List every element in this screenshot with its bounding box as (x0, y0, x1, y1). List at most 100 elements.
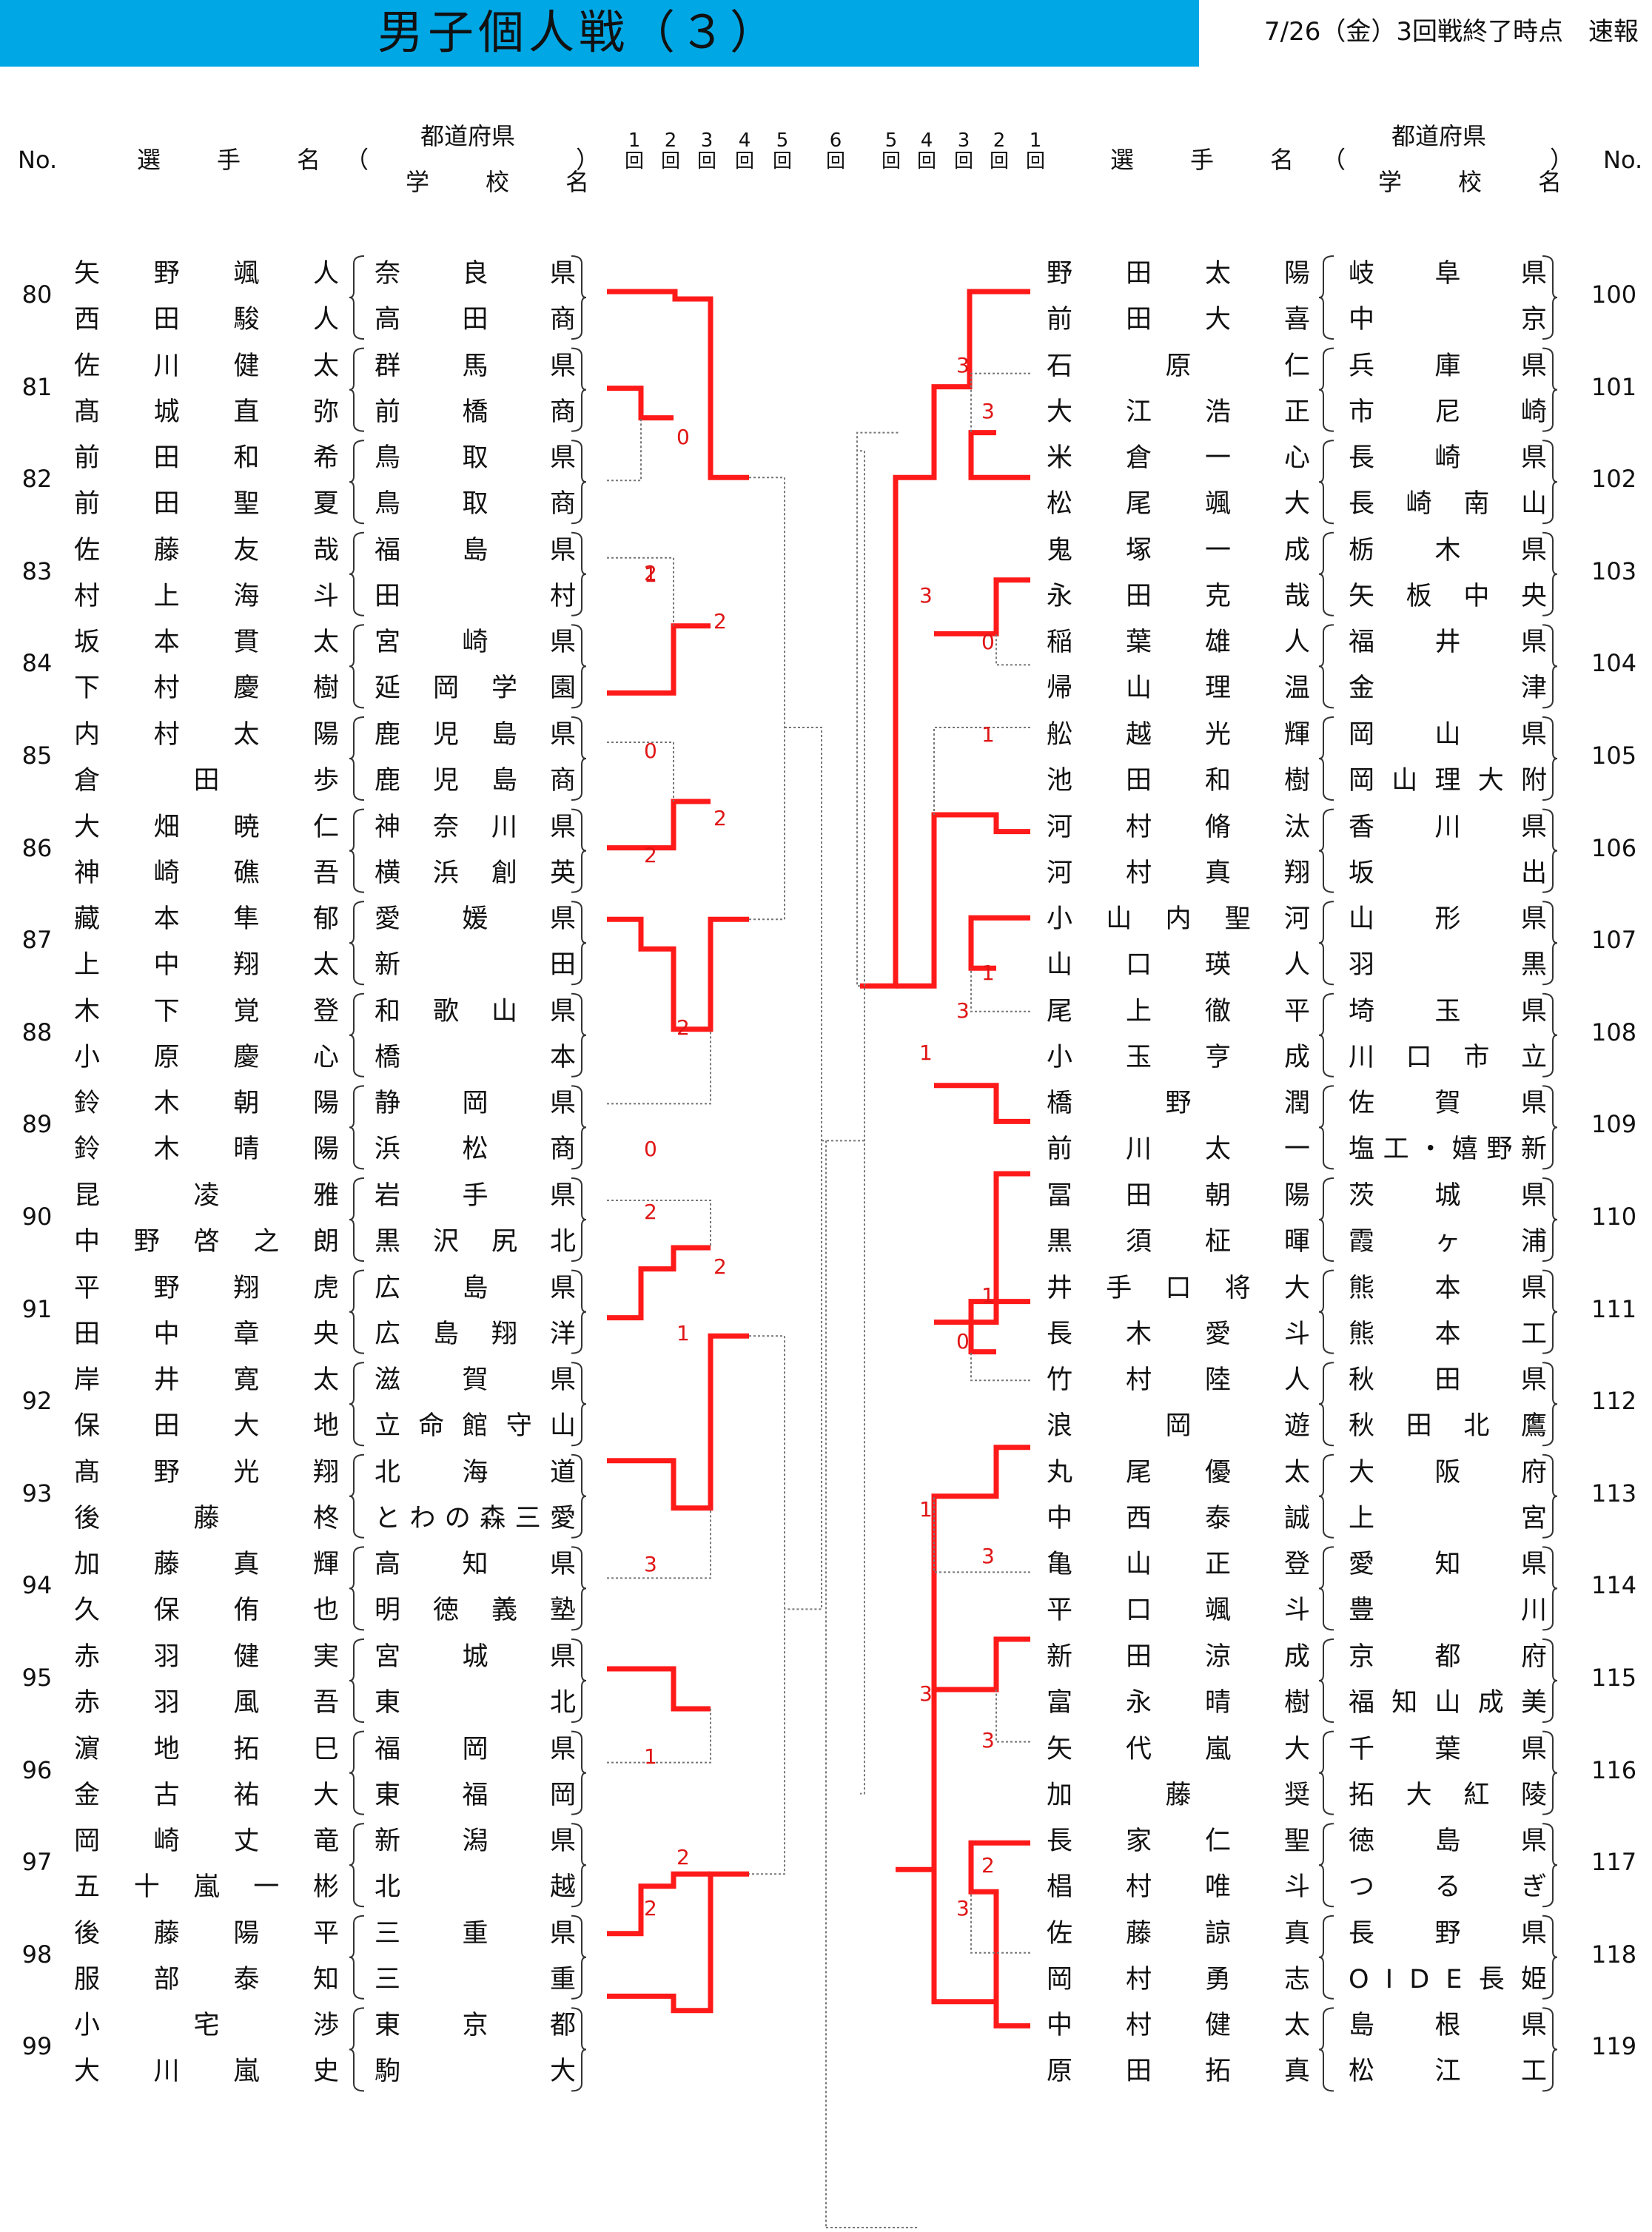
player-name: 髙野光翔 (74, 1457, 339, 1488)
score-left: 2 (713, 609, 727, 633)
entry-number: 95 (21, 1664, 53, 1692)
entry-number: 103 (1591, 557, 1637, 585)
player-name: 神崎礁吾 (74, 858, 339, 888)
player-school: 福岡県 (375, 1734, 576, 1764)
score-left: 1 (644, 562, 657, 588)
school-brace-close (571, 347, 587, 432)
school-brace-close (1542, 531, 1558, 616)
player-name: 矢代嵐大 (1047, 1734, 1310, 1764)
player-name: 富永晴樹 (1047, 1688, 1310, 1718)
entry-number: 96 (21, 1755, 53, 1784)
school-brace-open (349, 716, 365, 801)
entry-number: 81 (21, 372, 53, 401)
loser-path-left (822, 1140, 827, 2228)
score-left: 2 (644, 1200, 657, 1225)
entry-number: 106 (1591, 833, 1637, 862)
player-name: 服部泰知 (74, 1964, 339, 1994)
school-brace-close (1542, 716, 1558, 801)
player-school: 横浜創英 (375, 858, 576, 888)
player-school: 東京都 (375, 2011, 576, 2041)
player-school: とわの森三愛 (375, 1503, 576, 1533)
player-school: 豊川 (1349, 1596, 1547, 1626)
player-name: 池田和樹 (1047, 766, 1310, 796)
player-name: 内村太陽 (74, 720, 339, 750)
entry-number: 102 (1591, 465, 1637, 494)
school-brace-close (1542, 808, 1558, 893)
school-brace-close (571, 716, 587, 801)
player-school: 霞ヶ浦 (1349, 1227, 1547, 1257)
school-header-right: 学 校 名 (1378, 168, 1579, 196)
winner-path-right (934, 1636, 1030, 1693)
winner-path-right (860, 289, 1030, 989)
entry-number: 97 (21, 1848, 53, 1877)
score-left: 2 (713, 1254, 727, 1280)
school-brace-open (1318, 901, 1334, 986)
player-school: 新潟県 (375, 1826, 576, 1857)
school-brace-close (571, 1915, 587, 2000)
score-right: 3 (919, 583, 933, 608)
loser-path-left (607, 1200, 711, 1248)
player-name: 河村脩汰 (1047, 812, 1310, 842)
school-brace-open (349, 1730, 365, 1815)
player-name: 中村健太 (1047, 2011, 1310, 2041)
loser-path-right (970, 1351, 1030, 1382)
loser-path-left (785, 727, 822, 1610)
entry-number: 107 (1591, 926, 1637, 955)
player-name: 上中翔太 (74, 950, 339, 981)
school-brace-close (571, 1269, 587, 1354)
entry-number: 82 (21, 465, 53, 494)
player-name: 小玉亨成 (1047, 1042, 1310, 1072)
entry-number: 105 (1591, 742, 1637, 770)
score-right: 3 (981, 1543, 995, 1568)
entry-number: 100 (1591, 280, 1637, 309)
entry-number: 111 (1591, 1294, 1637, 1323)
player-name: 岡村勇志 (1047, 1964, 1310, 1994)
score-right: 3 (981, 398, 995, 423)
school-brace-open (1318, 1177, 1334, 1262)
player-name: 佐藤諒真 (1047, 1918, 1310, 1949)
school-brace-close (571, 901, 587, 986)
player-name: 佐川健太 (74, 351, 339, 381)
player-school: 千葉県 (1349, 1734, 1547, 1764)
open-paren-right: （ (1322, 146, 1346, 174)
player-name: 濵地拓巳 (74, 1734, 339, 1764)
loser-path-left (607, 1709, 711, 1764)
score-right: 0 (981, 630, 995, 655)
score-right: 1 (919, 1496, 933, 1522)
school-brace-close (571, 1638, 587, 1723)
score-left: 2 (644, 560, 657, 585)
player-school: 神奈川県 (375, 812, 576, 842)
player-school: 北越 (375, 1872, 576, 1903)
school-brace-open (349, 1362, 365, 1447)
player-school: 新田 (375, 950, 576, 981)
school-brace-close (1542, 1638, 1558, 1723)
school-brace-close (571, 1730, 587, 1815)
player-school: 三重県 (375, 1918, 576, 1949)
school-brace-open (1318, 1730, 1334, 1815)
school-brace-close (571, 531, 587, 616)
player-school: 岐阜県 (1349, 259, 1547, 289)
player-name: 椙村唯斗 (1047, 1872, 1310, 1903)
close-paren-left: ） (576, 146, 600, 174)
entry-number: 114 (1591, 1571, 1637, 1600)
school-brace-open (1318, 1823, 1334, 1908)
entry-number: 104 (1591, 649, 1637, 678)
score-left: 0 (676, 424, 690, 449)
player-name: 松尾颯大 (1047, 489, 1310, 520)
player-name: 藏本隼郁 (74, 904, 339, 935)
school-brace-open (349, 255, 365, 340)
loser-path-right (856, 431, 900, 987)
player-name: 平野翔虎 (74, 1273, 339, 1303)
player-name: 大川嵐史 (74, 2057, 339, 2087)
school-brace-close (1542, 347, 1558, 432)
player-name: 赤羽風吾 (74, 1688, 339, 1718)
player-name: 冨田朝陽 (1047, 1181, 1310, 1211)
score-left: 0 (644, 1136, 657, 1161)
player-school: 浜松商 (375, 1135, 576, 1165)
school-brace-open (1318, 624, 1334, 709)
